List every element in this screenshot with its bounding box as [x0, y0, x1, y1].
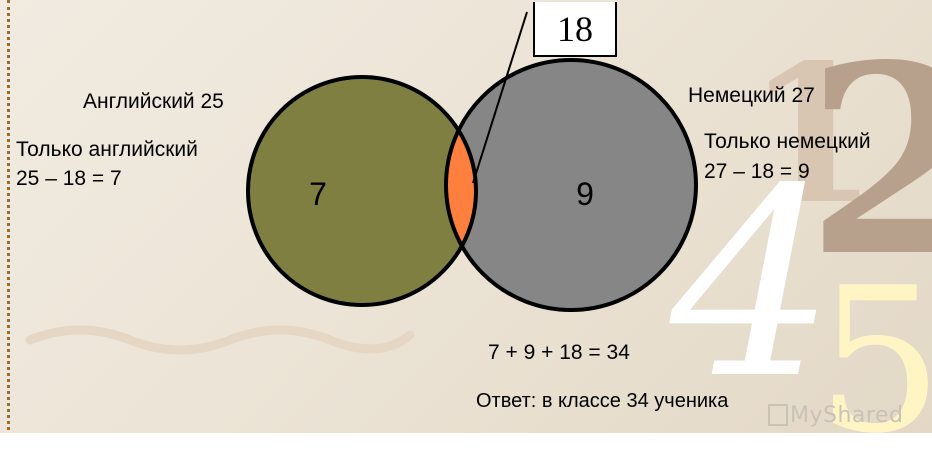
english-circle	[248, 77, 476, 305]
decorative-wave	[25, 325, 415, 355]
deco-number-2: 2	[806, 9, 932, 314]
english-only-label: Только английский	[16, 138, 198, 161]
pointer-line	[472, 11, 528, 184]
german-only-calc: 27 – 18 = 9	[704, 160, 810, 183]
intersection-value-box: 18	[533, 2, 617, 57]
watermark: MyShared	[790, 403, 904, 428]
myshared-logo-icon	[768, 404, 788, 426]
region-german-only: 9	[576, 176, 594, 212]
german-only-label: Только немецкий	[704, 130, 871, 153]
german-circle	[446, 60, 696, 310]
english-only-calc: 25 – 18 = 7	[16, 167, 122, 190]
deco-number-5: 5	[816, 245, 932, 449]
english-label: Английский 25	[83, 90, 224, 113]
deco-number-4: 4	[670, 134, 836, 436]
region-english-only: 7	[309, 176, 327, 212]
german-circle-outline	[444, 58, 698, 312]
answer-line: Ответ: в классе 34 ученика	[476, 390, 729, 412]
sum-line: 7 + 9 + 18 = 34	[488, 341, 630, 364]
english-circle-outline	[246, 75, 478, 307]
german-label: Немецкий 27	[688, 84, 815, 107]
dotted-border	[7, 0, 10, 449]
deco-number-1: 1	[746, 23, 879, 246]
bottom-band	[0, 433, 932, 449]
